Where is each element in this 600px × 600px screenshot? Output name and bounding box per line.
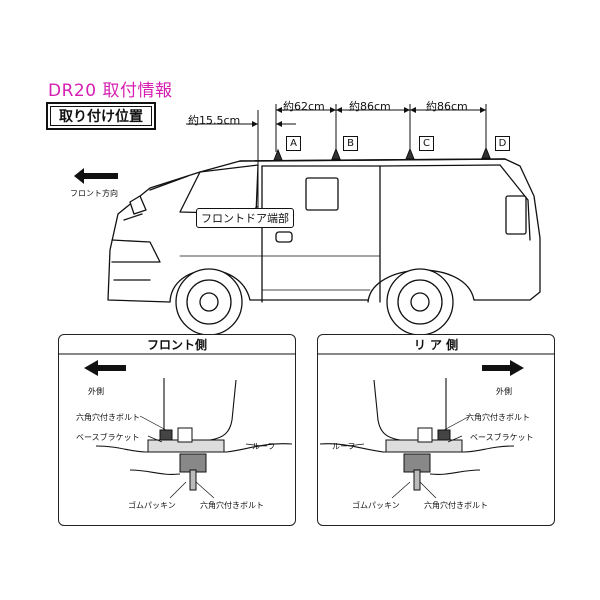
front-hex-bolt-top-label: 六角穴付きボルト bbox=[76, 413, 140, 422]
rear-outer-side-label: 外側 bbox=[496, 387, 512, 396]
front-rubber-label: ゴムパッキン bbox=[128, 501, 176, 510]
front-door-edge-label: フロントドア端部 bbox=[196, 208, 294, 228]
position-d: D bbox=[495, 136, 510, 151]
rear-hex-bolt-top-label: 六角穴付きボルト bbox=[466, 413, 530, 422]
front-base-bracket-label: ベースブラケット bbox=[76, 433, 140, 442]
rear-roof-label: ルーフ bbox=[332, 442, 356, 451]
position-b: B bbox=[343, 136, 358, 151]
dimension-86-b: 約86cm bbox=[426, 100, 468, 113]
rear-hex-bolt-bottom-label: 六角穴付きボルト bbox=[424, 501, 488, 510]
rear-rubber-label: ゴムパッキン bbox=[352, 501, 400, 510]
front-hex-bolt-bottom-label: 六角穴付きボルト bbox=[200, 501, 264, 510]
dimension-15-5: 約15.5cm bbox=[188, 114, 241, 127]
position-a: A bbox=[286, 136, 301, 151]
rear-base-bracket-label: ベースブラケット bbox=[470, 433, 534, 442]
dimension-62: 約62cm bbox=[283, 100, 325, 113]
front-roof-label: ルーフ bbox=[252, 442, 276, 451]
page-title: DR20 取付情報 bbox=[48, 81, 173, 101]
mounting-position-badge: 取り付け位置 bbox=[46, 102, 156, 130]
front-panel-title: フロント側 bbox=[146, 338, 207, 352]
position-c: C bbox=[419, 136, 434, 151]
rear-panel-title: リ ア 側 bbox=[413, 338, 459, 352]
front-outer-side-label: 外側 bbox=[88, 387, 104, 396]
dimension-86-a: 約86cm bbox=[349, 100, 391, 113]
front-direction-label: フロント方向 bbox=[70, 189, 118, 198]
